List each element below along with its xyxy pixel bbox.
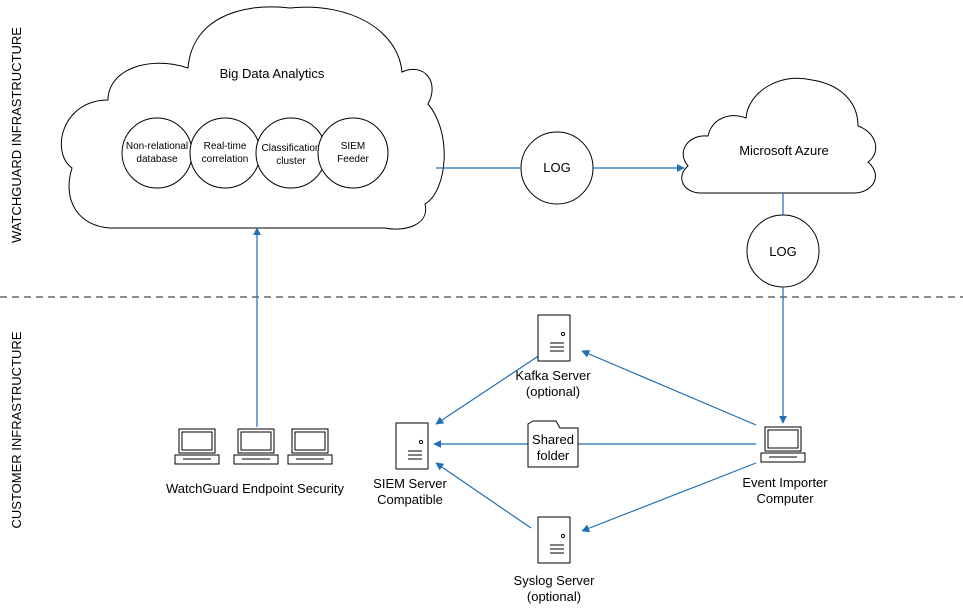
edge-syslog-to-siem <box>435 462 532 529</box>
shared-folder-label: Shared <box>532 432 574 447</box>
server-icon <box>537 516 571 564</box>
server-icon <box>395 422 429 470</box>
component-label: cluster <box>276 156 306 167</box>
component-label: Classification <box>262 143 321 154</box>
watchguard-infrastructure-label: WATCHGUARD INFRASTRUCTURE <box>9 27 24 243</box>
laptop-icon <box>760 426 806 463</box>
log-node-horizontal: LOG <box>520 131 594 205</box>
laptop-icon <box>174 428 220 465</box>
azure-cloud <box>681 77 877 194</box>
big-data-component-real-time: Real-time correlation <box>189 117 261 189</box>
siem-server-sublabel: Compatible <box>377 492 443 507</box>
event-importer-label: Event Importer <box>742 475 828 490</box>
event-importer-sublabel: Computer <box>756 491 814 506</box>
component-label: correlation <box>202 154 249 165</box>
log-label: LOG <box>543 160 570 175</box>
syslog-server-sublabel: (optional) <box>527 589 581 604</box>
log-node-vertical: LOG <box>746 214 820 288</box>
edge-kafka-to-siem <box>435 354 541 425</box>
big-data-component-siem-feeder: SIEM Feeder <box>317 117 389 189</box>
syslog-server-label: Syslog Server <box>514 573 596 588</box>
siem-server-label: SIEM Server <box>373 476 447 491</box>
component-label: Real-time <box>204 141 247 152</box>
kafka-server-sublabel: (optional) <box>526 384 580 399</box>
customer-infrastructure-label: CUSTOMER INFRASTRUCTURE <box>9 331 24 528</box>
laptop-icon <box>233 428 279 465</box>
big-data-component-classification: Classification cluster <box>255 117 327 189</box>
kafka-server-label: Kafka Server <box>515 368 591 383</box>
big-data-cloud <box>60 6 445 230</box>
big-data-title: Big Data Analytics <box>220 66 325 81</box>
endpoint-security-label: WatchGuard Endpoint Security <box>166 481 344 496</box>
azure-label: Microsoft Azure <box>739 143 829 158</box>
component-label: Feeder <box>337 154 369 165</box>
laptop-icon <box>287 428 333 465</box>
component-label: database <box>136 154 178 165</box>
component-label: SIEM <box>341 141 365 152</box>
edge-importer-to-kafka <box>581 350 757 426</box>
log-label: LOG <box>769 244 796 259</box>
big-data-component-non-relational: Non-relational database <box>121 117 193 189</box>
shared-folder-sublabel: folder <box>537 448 570 463</box>
folder-icon: Shared folder <box>527 420 579 468</box>
edge-importer-to-syslog <box>581 462 757 533</box>
server-icon <box>537 314 571 362</box>
component-label: Non-relational <box>126 141 188 152</box>
